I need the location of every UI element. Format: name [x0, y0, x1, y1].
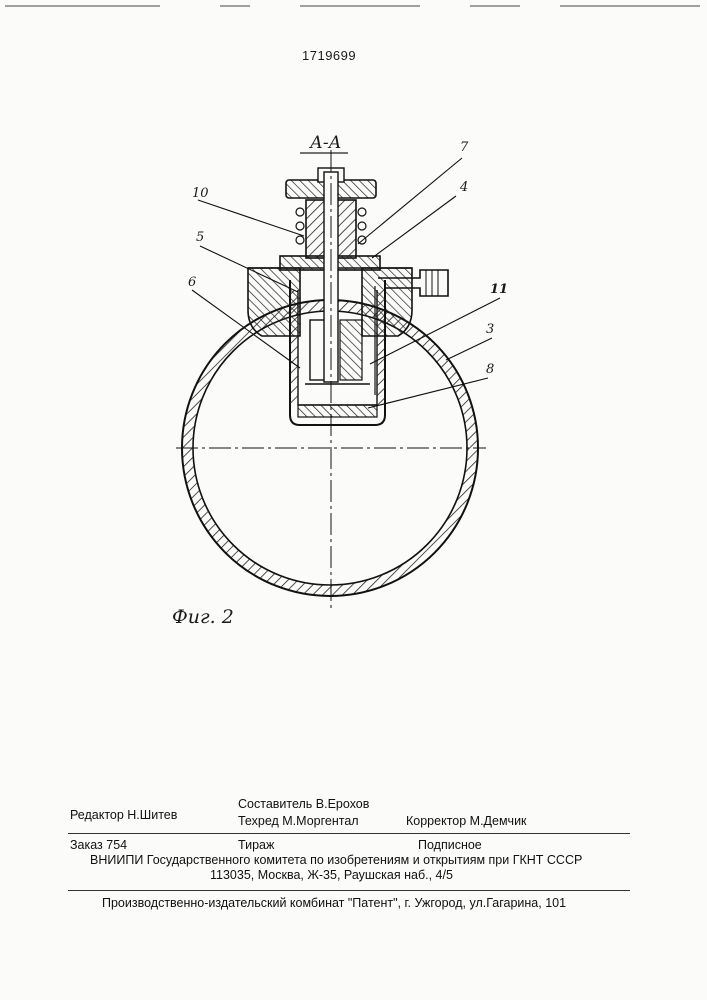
figure-caption: Фиг. 2 — [172, 606, 234, 628]
label-3: 3 — [486, 322, 494, 337]
corrector-credit: Корректор М.Демчик — [406, 814, 527, 828]
order-number: Заказ 754 — [70, 838, 127, 852]
publisher-line-2: 113035, Москва, Ж-35, Раушская наб., 4/5 — [210, 868, 453, 882]
label-8: 8 — [486, 362, 494, 377]
label-10: 10 — [192, 186, 209, 201]
publisher-line-1: ВНИИПИ Государственного комитета по изоб… — [90, 853, 582, 867]
label-6: 6 — [188, 275, 196, 290]
label-5: 5 — [196, 230, 204, 245]
circulation-label: Тираж — [238, 838, 274, 852]
label-7: 7 — [460, 140, 468, 155]
editor-credit: Редактор Н.Шитев — [70, 808, 177, 822]
label-11: 11 — [490, 282, 508, 297]
rule-2 — [68, 890, 630, 891]
printer-line: Производственно-издательский комбинат "П… — [102, 896, 566, 910]
subscription-label: Подписное — [418, 838, 482, 852]
rule-1 — [68, 833, 630, 834]
techred-credit: Техред М.Моргентал — [238, 814, 359, 828]
label-4: 4 — [460, 180, 468, 195]
compiler-credit: Составитель В.Ерохов — [238, 797, 369, 811]
